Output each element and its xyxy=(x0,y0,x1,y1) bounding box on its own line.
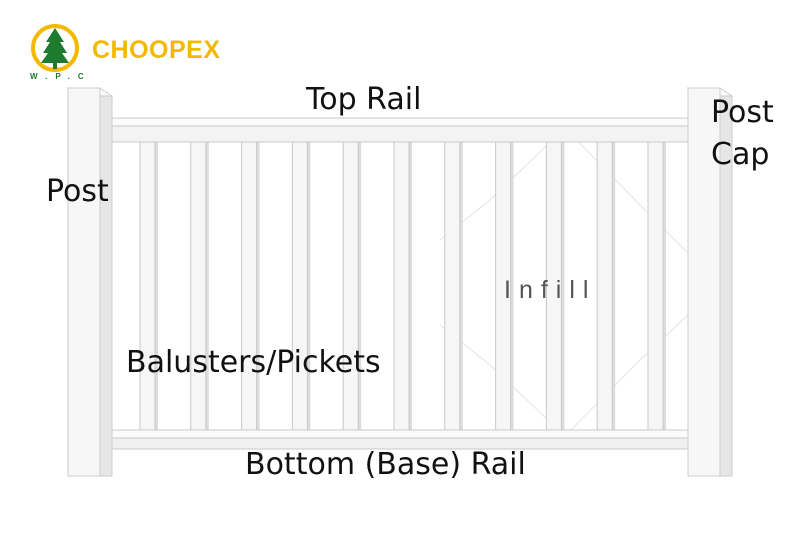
baluster-shadow xyxy=(155,140,158,432)
baluster-shadow xyxy=(459,140,463,432)
baluster xyxy=(393,139,410,433)
baluster-shadow xyxy=(612,140,616,432)
baluster xyxy=(596,139,613,433)
top-rail xyxy=(99,117,699,143)
infill-label: Infill xyxy=(504,276,597,304)
brand-name: CHOOPEX xyxy=(92,36,221,64)
baluster xyxy=(241,139,258,433)
baluster-shadow xyxy=(561,140,565,432)
balusters-label: Balusters/Pickets xyxy=(126,345,381,380)
balusters-group xyxy=(139,139,666,433)
tree-trunk-icon xyxy=(53,62,57,69)
brand-subtext: W.P.C xyxy=(30,72,92,81)
baluster-shadow xyxy=(205,140,209,432)
baluster xyxy=(190,139,207,433)
baluster-shadow xyxy=(663,140,666,432)
post-label: Post xyxy=(46,174,109,209)
baluster-shadow xyxy=(307,140,311,432)
left-post xyxy=(66,87,114,477)
bottom-rail-label: Bottom (Base) Rail xyxy=(245,447,526,482)
baluster-shadow xyxy=(510,140,514,432)
choopex-logo-icon xyxy=(31,24,79,72)
post-cap-label-line2: Cap xyxy=(711,137,770,172)
right-post xyxy=(686,87,734,477)
baluster-shadow xyxy=(256,140,260,432)
baluster-shadow xyxy=(409,140,412,432)
baluster xyxy=(444,139,461,433)
logo-ring xyxy=(31,24,79,72)
top-rail-label: Top Rail xyxy=(306,82,422,117)
tree-icon xyxy=(41,28,69,63)
baluster xyxy=(342,139,359,433)
baluster xyxy=(647,139,664,433)
baluster xyxy=(291,139,308,433)
baluster xyxy=(139,139,156,433)
baluster-shadow xyxy=(358,140,362,432)
post-cap-label-line1: Post xyxy=(711,95,774,130)
